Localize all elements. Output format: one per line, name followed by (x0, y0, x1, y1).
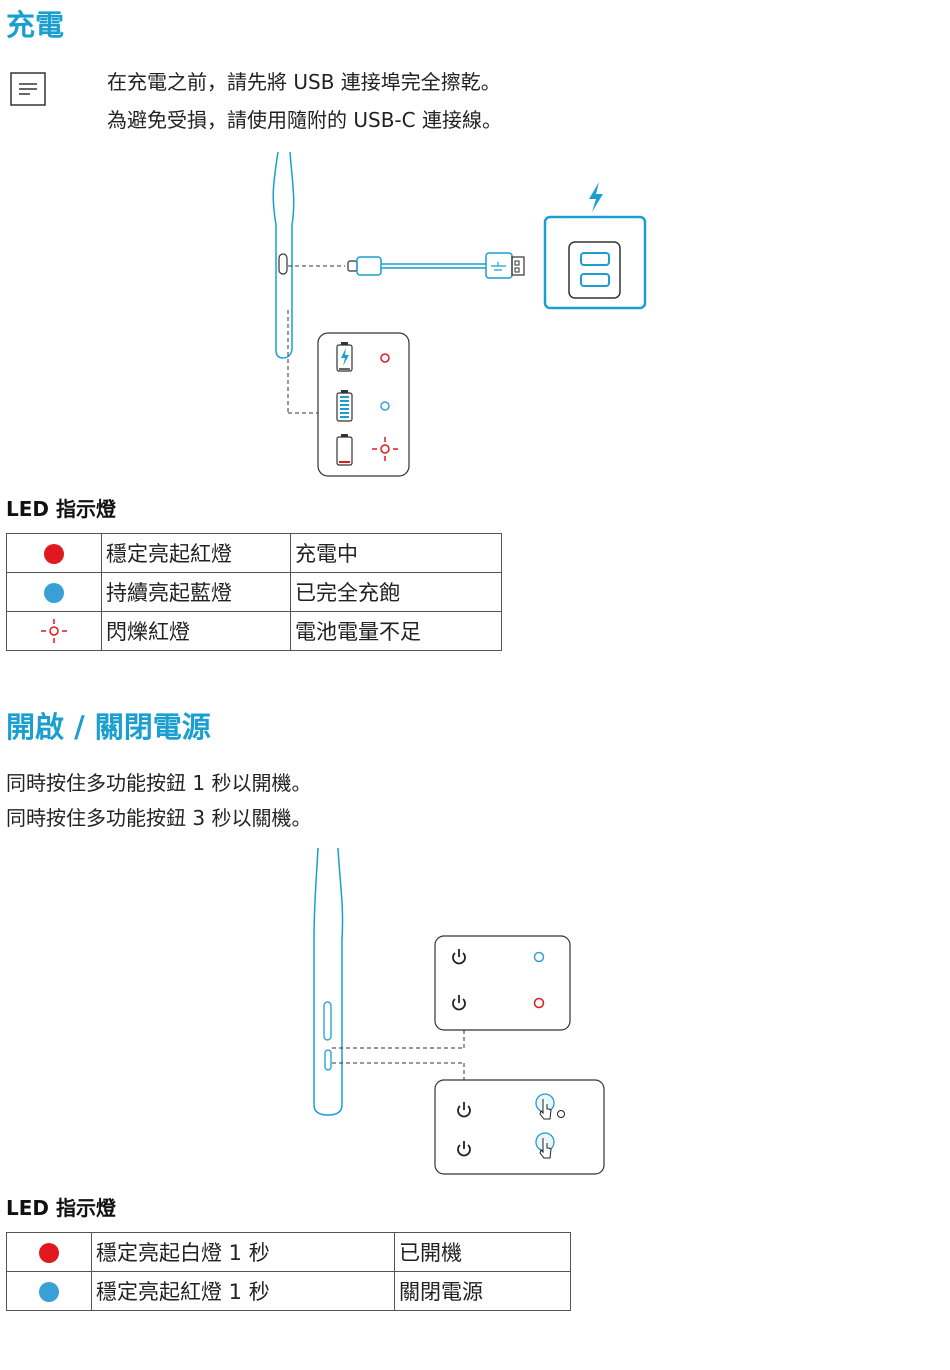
charging-led-title: LED 指示燈 (6, 493, 116, 522)
power-led-title: LED 指示燈 (6, 1192, 116, 1221)
usb-icon (486, 253, 524, 278)
note-text-1: 在充電之前，請先將 USB 連接埠完全擦乾。 (107, 66, 501, 95)
note-text-2: 為避免受損，請使用隨附的 USB-C 連接線。 (107, 104, 502, 133)
table-row: 穩定亮起白燈 1 秒 已開機 (7, 1233, 571, 1272)
charging-title: 充電 (6, 2, 64, 44)
table-row: 穩定亮起紅燈 充電中 (7, 534, 502, 573)
table-row: 閃爍紅燈 電池電量不足 (7, 612, 502, 651)
power-led-table: 穩定亮起白燈 1 秒 已開機 穩定亮起紅燈 1 秒 關閉電源 (6, 1232, 571, 1311)
flashing-red-icon (39, 617, 69, 645)
power-illustration (0, 840, 950, 1180)
solid-blue-indicator (39, 1282, 59, 1302)
solid-red-indicator (44, 544, 64, 564)
note-icon (10, 72, 44, 104)
solid-red-indicator (39, 1243, 59, 1263)
lightning-icon (589, 182, 603, 212)
power-title: 開啟 / 關閉電源 (6, 704, 211, 746)
power-text-2: 同時按住多功能按鈕 3 秒以關機。 (6, 802, 311, 831)
charging-illustration (0, 140, 950, 485)
power-text-1: 同時按住多功能按鈕 1 秒以開機。 (6, 767, 311, 796)
charging-led-table: 穩定亮起紅燈 充電中 持續亮起藍燈 已完全充飽 閃爍紅燈 電池電量不足 (6, 533, 502, 651)
table-row: 穩定亮起紅燈 1 秒 關閉電源 (7, 1272, 571, 1311)
table-row: 持續亮起藍燈 已完全充飽 (7, 573, 502, 612)
solid-blue-indicator (44, 583, 64, 603)
